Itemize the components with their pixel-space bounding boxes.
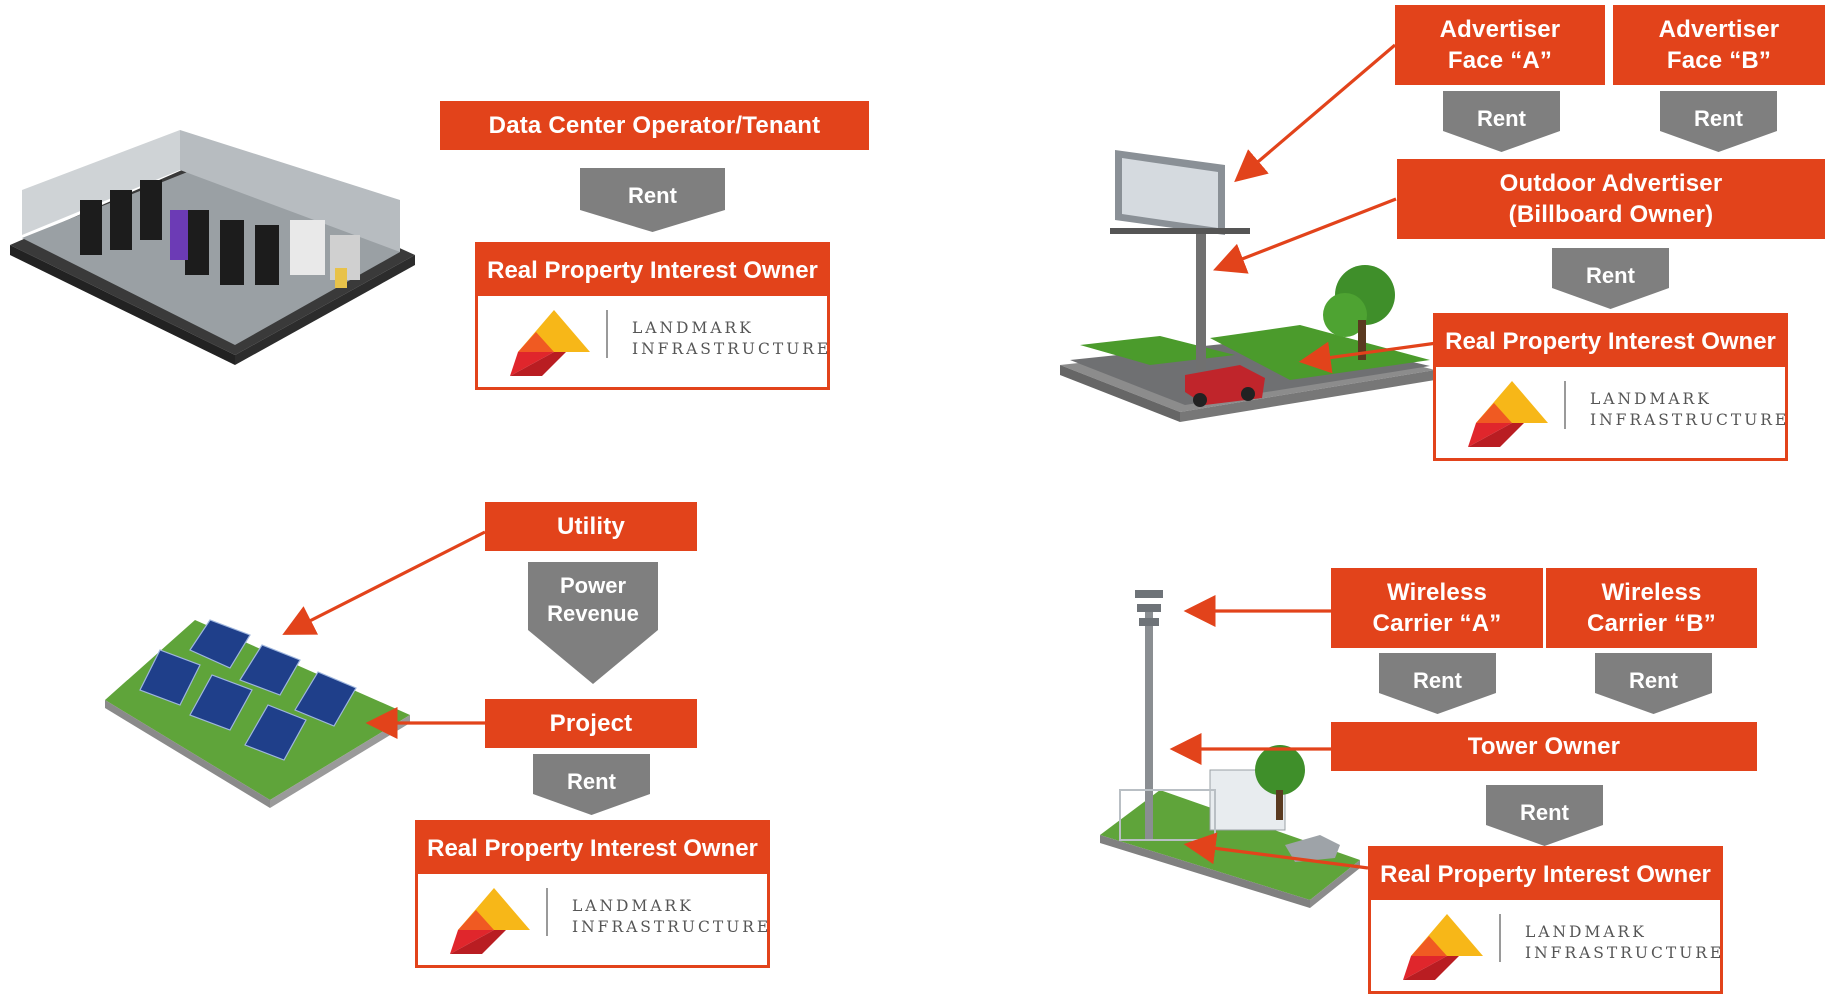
rent-chevron-tower: Rent	[1486, 785, 1603, 846]
logo-separator	[606, 310, 608, 358]
arrow-rpo-to-site-billboard	[1298, 341, 1438, 374]
landmark-logo-icon	[1468, 381, 1548, 447]
real-property-owner-header: Real Property Interest Owner	[478, 245, 827, 296]
utility-box: Utility	[485, 502, 697, 551]
data-center-tenant-label: Data Center Operator/Tenant	[488, 112, 821, 139]
landmark-logo-icon	[1403, 914, 1483, 980]
arrow-rpo-to-site-tower	[1183, 832, 1369, 870]
rent-chevron-carrier-b: Rent	[1595, 653, 1712, 714]
rent-chevron-carrier-a: Rent	[1379, 653, 1496, 714]
billboard-illustration	[1060, 150, 1435, 422]
cell-tower-illustration	[1100, 590, 1360, 908]
rent-chevron-data-center: Rent	[580, 168, 725, 232]
rent-chevron-billboard: Rent	[1552, 248, 1669, 309]
rent-label: Rent	[628, 183, 677, 208]
outdoor-advertiser-box: Outdoor Advertiser(Billboard Owner)	[1397, 159, 1825, 239]
arrow-face-to-billboard	[1234, 43, 1397, 183]
data-center-tenant-box: Data Center Operator/Tenant	[440, 101, 869, 150]
pointer-arrows	[282, 43, 1438, 870]
arrow-advertiser-to-pole	[1213, 197, 1397, 274]
data-center-illustration	[10, 130, 415, 365]
tower-owner-box: Tower Owner	[1331, 722, 1757, 771]
landmark-logo-icon	[510, 310, 590, 376]
project-box: Project	[485, 699, 697, 748]
rent-chevron-face-b: Rent	[1660, 91, 1777, 152]
rent-chevron-solar: Rent	[533, 754, 650, 815]
arrow-utility-to-panels	[282, 530, 486, 635]
solar-illustration	[105, 619, 410, 808]
rent-chevron-face-a: Rent	[1443, 91, 1560, 152]
landmark-logo-icon	[450, 888, 530, 954]
